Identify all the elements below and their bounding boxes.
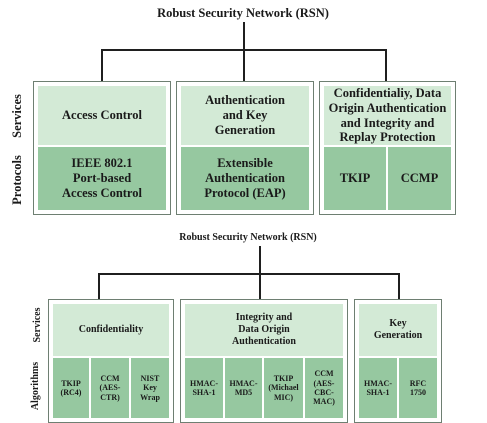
algorithm-ccm-aes-ctr: CCM (AES- CTR) [91,358,129,418]
diagram1-protocols-label: Protocols [10,155,24,205]
diagram1-drop-line-3 [385,49,387,82]
diagram2-algorithms-label: Algorithms [30,361,41,411]
diagram2-title: Robust Security Network (RSN) [179,232,317,243]
algorithm-hmac-md5: HMAC- MD5 [225,358,262,418]
diagram2-trunk-line [259,246,261,274]
algorithm-nist-key-wrap: NIST Key Wrap [131,358,169,418]
protocol-tkip: TKIP [324,147,386,210]
diagram1-title: Robust Security Network (RSN) [157,6,329,20]
service-confidentiality-integrity: Confidentialiy, Data Origin Authenticati… [324,86,451,145]
diagram2-drop-line-3 [398,273,400,300]
algorithm-ccm-aes-cbc-mac: CCM (AES- CBC- MAC) [305,358,343,418]
service-integrity-data-origin: Integrity and Data Origin Authentication [185,304,343,356]
diagram2-drop-line-2 [259,273,261,300]
algorithm-tkip-michael-mic: TKIP (Michael MIC) [264,358,303,418]
service-key-generation: Key Generation [359,304,437,356]
diagram1-drop-line-1 [101,49,103,82]
algorithm-tkip-rc4: TKIP (RC4) [53,358,89,418]
algorithm-keygen-hmac-sha-1: HMAC- SHA-1 [359,358,397,418]
algorithm-rfc-1750: RFC 1750 [399,358,437,418]
diagram2-bus-line [98,273,400,275]
diagram1-drop-line-2 [243,49,245,82]
diagram1-trunk-line [243,22,245,50]
diagram2-services-label: Services [32,307,43,343]
service-access-control: Access Control [38,86,166,145]
protocol-eap: Extensible Authentication Protocol (EAP) [181,147,309,210]
diagram2-drop-line-1 [98,273,100,300]
service-confidentiality: Confidentiality [53,304,169,356]
service-authentication-key-generation: Authentication and Key Generation [181,86,309,145]
algorithm-hmac-sha-1: HMAC- SHA-1 [185,358,223,418]
protocol-ccmp: CCMP [388,147,451,210]
protocol-ieee-802-1: IEEE 802.1 Port-based Access Control [38,147,166,210]
